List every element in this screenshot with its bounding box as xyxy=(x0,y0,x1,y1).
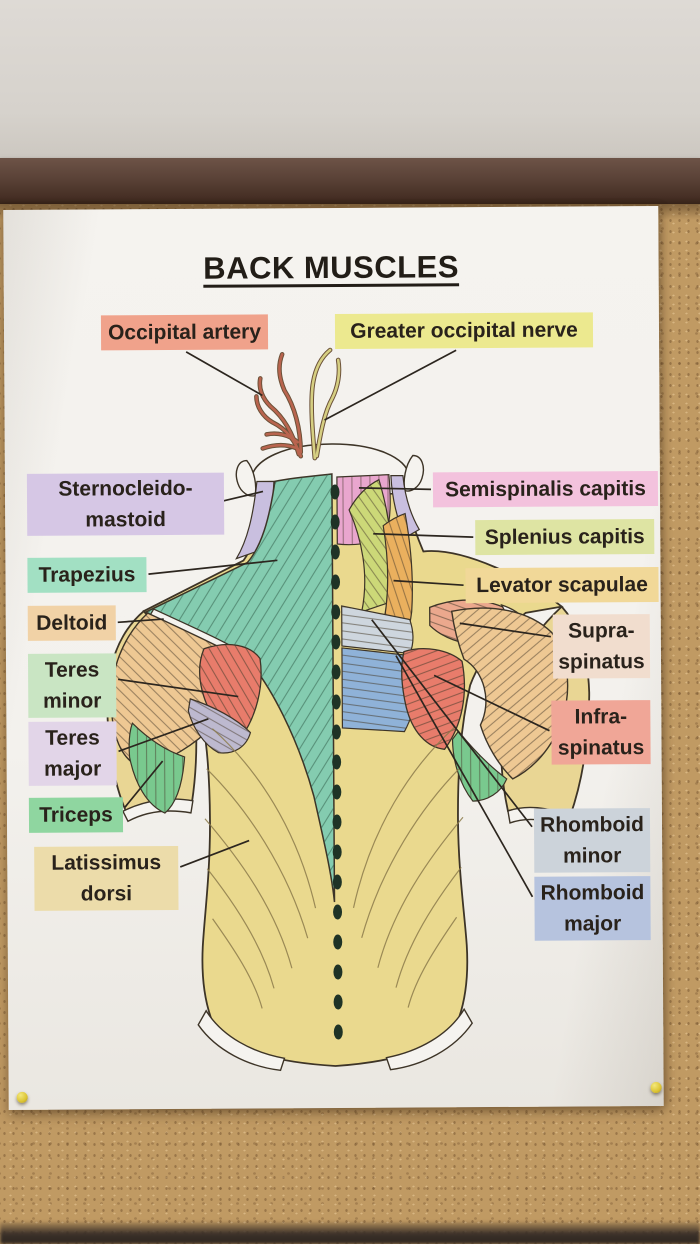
leader-rhomboid-major xyxy=(395,655,534,898)
spine-dash xyxy=(333,964,343,980)
push-pin-right xyxy=(650,1082,662,1094)
label-line: Triceps xyxy=(39,803,113,827)
spine-dash xyxy=(331,724,341,740)
label-line: Latissimus xyxy=(51,851,162,875)
label-greater-occipital-nerve: Greater occipital nerve xyxy=(334,312,594,349)
leader-levator-scapulae xyxy=(393,579,464,587)
spine-dash xyxy=(331,604,341,620)
label-line: Rhomboid xyxy=(540,881,645,905)
wall xyxy=(0,0,700,160)
label-rhomboid-major: Rhomboid major xyxy=(534,876,651,941)
spine-dash xyxy=(330,544,340,560)
label-latissimus-dorsi: Latissimus dorsi xyxy=(34,845,179,911)
label-line: Occipital artery xyxy=(107,320,262,345)
spine-dash xyxy=(333,904,343,920)
leader-lines xyxy=(117,349,551,898)
spine-dash xyxy=(331,694,341,710)
spine-dash xyxy=(333,1024,343,1040)
label-line: major xyxy=(563,912,622,936)
leader-sternocleido-mastoid xyxy=(219,490,264,503)
label-line: Splenius capitis xyxy=(484,525,645,550)
spine-dash xyxy=(332,814,342,830)
leader-greater-occipital-nerve xyxy=(324,349,457,421)
push-pin-left xyxy=(16,1091,28,1103)
label-line: spinatus xyxy=(557,736,645,760)
leader-latissimus-dorsi xyxy=(179,839,250,868)
spine-dash xyxy=(331,574,341,590)
leader-occipital-artery xyxy=(185,351,263,397)
spine-dash xyxy=(330,514,340,530)
label-deltoid: Deltoid xyxy=(27,605,116,641)
spine-dash xyxy=(331,664,341,680)
label-line: Teres xyxy=(44,658,100,682)
leader-teres-minor xyxy=(118,678,239,698)
label-line: dorsi xyxy=(80,882,133,906)
label-line: Teres xyxy=(45,726,100,750)
label-line: minor xyxy=(43,689,102,713)
leader-triceps xyxy=(124,760,164,808)
label-semispinalis-capitis: Semispinalis capitis xyxy=(432,471,659,508)
label-teres-minor: Teres minor xyxy=(27,653,117,718)
label-line: Deltoid xyxy=(36,611,108,635)
back-muscles-poster: BACK MUSCLES xyxy=(3,206,664,1110)
spine-dash xyxy=(332,844,342,860)
spine-dash xyxy=(332,874,342,890)
label-line: major xyxy=(44,757,102,781)
spine-dash xyxy=(332,784,342,800)
label-line: minor xyxy=(562,844,622,868)
spine-dashed-line xyxy=(330,484,343,1040)
label-line: Supra- xyxy=(568,619,635,643)
label-sternocleido-mastoid: Sternocleido-mastoid xyxy=(26,472,225,536)
label-infra-spinatus: Infra-spinatus xyxy=(551,700,651,765)
left-ear xyxy=(235,459,257,497)
spine-dash xyxy=(333,994,343,1010)
label-line: Sternocleido- xyxy=(58,476,193,501)
spine-dash xyxy=(331,634,341,650)
label-line: spinatus xyxy=(558,650,645,674)
leader-semispinalis-capitis xyxy=(358,486,431,491)
label-levator-scapulae: Levator scapulae xyxy=(465,567,659,604)
label-line: Infra- xyxy=(574,705,628,729)
spine-dash xyxy=(332,754,342,770)
label-line: Semispinalis capitis xyxy=(445,477,646,502)
label-splenius-capitis: Splenius capitis xyxy=(475,519,655,556)
board-frame xyxy=(0,158,700,204)
leader-teres-major xyxy=(118,717,209,753)
leader-deltoid xyxy=(117,618,164,624)
label-line: Trapezius xyxy=(38,563,136,587)
leader-trapezius xyxy=(148,559,278,575)
label-line: Rhomboid xyxy=(540,813,644,837)
leader-rhomboid-minor xyxy=(371,619,533,828)
lats-fiber-lines xyxy=(204,726,464,1009)
label-triceps: Triceps xyxy=(28,797,124,833)
label-line: mastoid xyxy=(85,508,166,532)
bottom-shadow xyxy=(0,1222,700,1244)
spine-dash xyxy=(333,934,343,950)
leader-infra-spinatus xyxy=(433,674,550,732)
label-rhomboid-minor: Rhomboid minor xyxy=(533,808,651,873)
spine-dash xyxy=(330,484,340,500)
label-occipital-artery: Occipital artery xyxy=(100,314,269,351)
label-supra-spinatus: Supra-spinatus xyxy=(552,614,651,679)
label-line: Levator scapulae xyxy=(476,573,648,598)
label-teres-major: Teres major xyxy=(28,721,117,786)
right-ear xyxy=(403,454,425,492)
label-line: Greater occipital nerve xyxy=(350,318,578,343)
left-arm-cut xyxy=(121,798,194,823)
leader-splenius-capitis xyxy=(373,532,474,538)
label-trapezius: Trapezius xyxy=(27,557,147,593)
leader-supra-spinatus xyxy=(459,622,551,638)
